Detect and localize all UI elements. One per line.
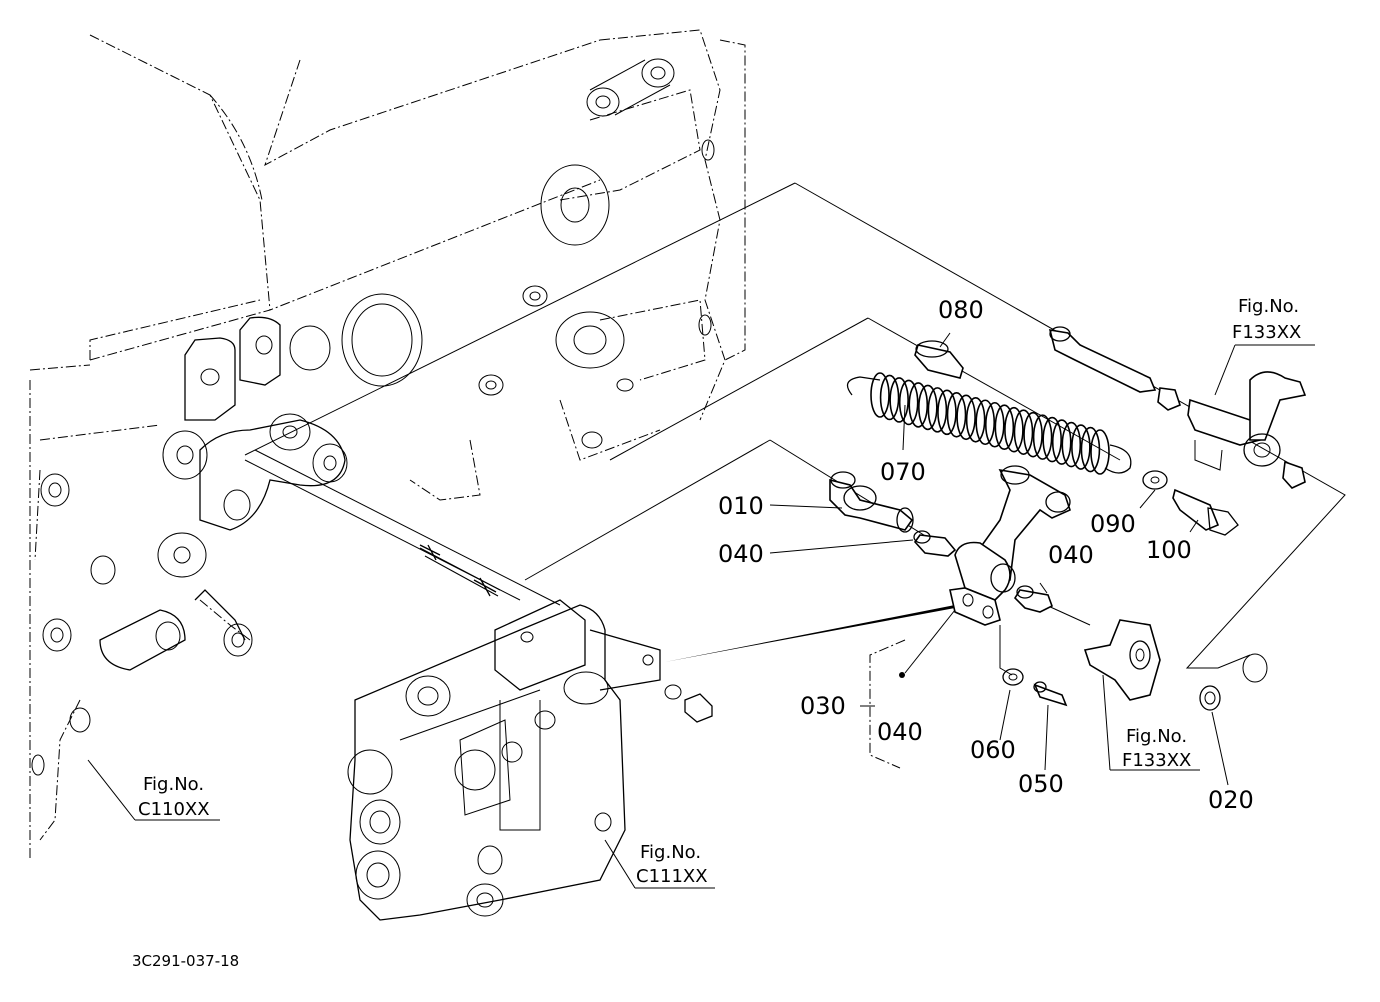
spring-coil xyxy=(1032,414,1053,460)
part-030-lever xyxy=(949,465,1071,626)
control-valve xyxy=(347,599,713,921)
assembly-envelope xyxy=(244,182,1346,676)
part-100-bolt xyxy=(1172,488,1239,536)
part-labels: 010 040 040 040 030 060 050 070 080 090 … xyxy=(718,296,1254,814)
part-090-washer xyxy=(1142,470,1168,490)
label-040-group: 040 xyxy=(877,718,923,746)
label-040-left: 040 xyxy=(718,540,764,568)
label-030: 030 xyxy=(800,692,846,720)
lower-bracket xyxy=(1083,619,1161,701)
housing-bosses xyxy=(31,58,715,776)
upper-linkage xyxy=(1048,326,1307,489)
label-100: 100 xyxy=(1146,536,1192,564)
fig-ref-f133-top: F133XX xyxy=(1232,322,1301,343)
spring-coil xyxy=(927,387,948,433)
spring-coil xyxy=(1051,419,1072,465)
spring-coil xyxy=(984,401,1005,448)
spring-coil xyxy=(1071,424,1091,470)
spring-coil xyxy=(1004,406,1024,453)
left-bracket xyxy=(99,316,348,671)
spring-coil xyxy=(946,392,967,438)
label-020: 020 xyxy=(1208,786,1254,814)
part-050-pin xyxy=(1033,681,1068,707)
rod-assembly xyxy=(244,449,561,606)
part-040-bushing-left xyxy=(913,530,957,557)
fig-ref-c111: C111XX xyxy=(636,866,708,887)
fig-label-left: Fig.No. xyxy=(143,774,204,795)
group-bracket-030 xyxy=(860,639,906,769)
label-080: 080 xyxy=(938,296,984,324)
fig-label-top-right: Fig.No. xyxy=(1238,296,1299,317)
spring-coil xyxy=(965,396,986,443)
fig-ref-c110: C110XX xyxy=(138,799,210,820)
spring-coil xyxy=(1023,411,1043,458)
part-040-bushing-right xyxy=(1013,585,1053,613)
part-060-washer xyxy=(1002,668,1024,686)
spring-coil xyxy=(994,404,1015,451)
fig-label-center: Fig.No. xyxy=(640,842,701,863)
spring-coil xyxy=(1042,416,1062,463)
spring-coil xyxy=(1080,426,1101,473)
label-060: 060 xyxy=(970,736,1016,764)
callout-arrow xyxy=(665,605,955,662)
figure-references: Fig.No. F133XX Fig.No. F133XX Fig.No. C1… xyxy=(138,296,1301,887)
spring-coil xyxy=(889,377,909,423)
spring-coil xyxy=(1013,409,1034,455)
part-020-clip xyxy=(1199,653,1268,711)
spring-coil xyxy=(918,384,938,431)
fig-label-bottom-right: Fig.No. xyxy=(1126,726,1187,747)
label-040-right: 040 xyxy=(1048,541,1094,569)
spring-coil xyxy=(1090,429,1110,475)
label-090: 090 xyxy=(1090,510,1136,538)
label-050: 050 xyxy=(1018,770,1064,798)
fig-ref-f133-bottom: F133XX xyxy=(1122,750,1191,771)
spring-coil xyxy=(898,379,919,426)
spring-coil xyxy=(1061,421,1082,468)
spring-coil xyxy=(879,374,900,421)
spring-coil xyxy=(937,389,957,436)
label-070: 070 xyxy=(880,458,926,486)
spring-coil xyxy=(975,399,996,446)
spring-coil xyxy=(956,394,976,441)
label-010: 010 xyxy=(718,492,764,520)
part-080-collar xyxy=(914,340,964,379)
drawing-reference-code: 3C291-037-18 xyxy=(132,952,239,970)
spring-coil xyxy=(908,382,929,428)
part-070-spring xyxy=(846,372,1132,475)
leader-lines xyxy=(87,332,1315,889)
spring-coil xyxy=(870,372,890,418)
